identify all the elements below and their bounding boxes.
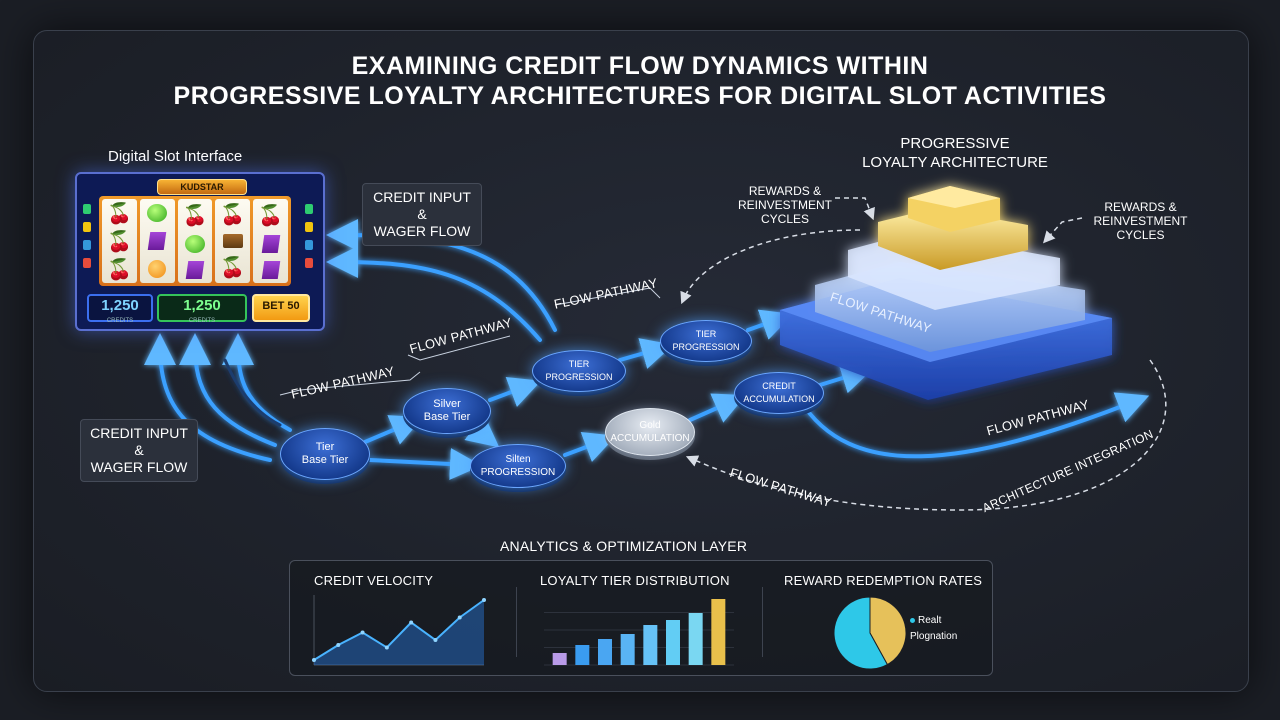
credits-caption: CREDITS — [188, 318, 216, 324]
side-gem-icon — [305, 222, 313, 232]
node-silver-tier[interactable]: Silver Base Tier — [403, 388, 491, 434]
pyramid-title: PROGRESSIVE LOYALTY ARCHITECTURE — [862, 135, 1048, 171]
tier-distribution-title: LOYALTY TIER DISTRIBUTION — [540, 573, 730, 588]
grape-icon — [184, 235, 205, 254]
legend-dot-icon — [910, 617, 915, 623]
cherry-icon: 🍒 — [106, 258, 132, 281]
cherry-icon: 🍒 — [106, 202, 132, 225]
reel: 🍒 — [253, 199, 288, 283]
side-gem-icon — [305, 204, 313, 214]
side-gem-icon — [83, 240, 91, 250]
bar — [552, 653, 567, 665]
cherry-icon: 🍒 — [106, 230, 132, 253]
data-point — [433, 638, 438, 642]
credits-value: 1,250 — [183, 297, 221, 314]
node-base-tier[interactable]: Tier Base Tier — [280, 428, 370, 480]
bar — [643, 625, 658, 665]
bet-button[interactable]: BET 50 — [252, 294, 310, 322]
credit-velocity-chart — [312, 595, 486, 666]
side-gem-icon — [305, 258, 313, 268]
side-gem-icon — [305, 240, 313, 250]
orange-icon — [148, 260, 167, 278]
data-point — [384, 645, 389, 650]
data-point — [409, 620, 414, 625]
slot-machine[interactable]: KUDSTAR 🍒 🍒 🍒 🍒 🍒 🍒 🍒 — [75, 172, 325, 331]
credit-input-label-top: CREDIT INPUT & WAGER FLOW — [362, 183, 482, 246]
bar — [620, 634, 635, 665]
pie-slice — [869, 596, 907, 666]
side-gem-icon — [83, 204, 91, 214]
slot-heading: Digital Slot Interface — [108, 148, 243, 165]
credits-display-left: 1,250 CREDITS — [87, 294, 153, 324]
side-gem-icon — [83, 258, 91, 268]
data-point — [482, 598, 486, 602]
credit-velocity-title: CREDIT VELOCITY — [314, 573, 434, 588]
bar — [575, 645, 590, 665]
bar-icon — [222, 233, 243, 248]
data-point — [312, 658, 316, 662]
node-credit-accumulation[interactable]: CREDIT ACCUMULATION — [734, 372, 824, 414]
data-point — [336, 643, 341, 647]
cherry-icon: 🍒 — [182, 204, 208, 227]
legend-label: Realt — [918, 615, 942, 626]
node-silver-progression[interactable]: Silten PROGRESSION — [470, 444, 566, 488]
grape-icon — [147, 204, 168, 222]
redemption-pie-chart — [833, 596, 907, 670]
series-line — [313, 599, 485, 661]
bar — [711, 599, 726, 665]
side-gem-icon — [83, 222, 91, 232]
credits-display-mid: 1,250 CREDITS — [157, 294, 247, 324]
cherry-icon: 🍒 — [220, 204, 246, 227]
credits-value: 1,250 — [101, 297, 139, 314]
data-point — [360, 630, 365, 635]
data-point — [457, 615, 462, 620]
pie-slice — [833, 596, 889, 670]
legend-label: Plognation — [910, 631, 958, 642]
legend-item-1: Realt — [910, 615, 941, 626]
title-line-1: EXAMINING CREDIT FLOW DYNAMICS WITHIN — [351, 52, 929, 80]
cherry-icon: 🍒 — [220, 256, 246, 279]
slot-marquee: KUDSTAR — [157, 179, 247, 195]
reel — [139, 199, 175, 283]
analytics-panel: CREDIT VELOCITY LOYALTY TIER DISTRIBUTIO… — [289, 560, 993, 676]
credit-input-label-left: CREDIT INPUT & WAGER FLOW — [80, 419, 198, 482]
node-gold-accumulation[interactable]: Gold ACCUMULATION — [605, 408, 695, 456]
reel-window: 🍒 🍒 🍒 🍒 🍒 🍒 🍒 — [99, 196, 291, 286]
node-tier-progression-2[interactable]: TIER PROGRESSION — [660, 320, 752, 362]
reel: 🍒 🍒 — [215, 199, 251, 283]
bar — [688, 613, 703, 665]
credits-caption: CREDITS — [106, 318, 134, 324]
rewards-label-left: REWARDS & REINVESTMENT CYCLES — [737, 184, 832, 226]
legend-item-2: Plognation — [910, 631, 957, 642]
reel: 🍒 🍒 🍒 — [102, 199, 137, 283]
divider — [762, 587, 763, 657]
reel: 🍒 — [177, 199, 213, 283]
title-line-2: PROGRESSIVE LOYALTY ARCHITECTURES FOR DI… — [173, 82, 1107, 110]
analytics-heading: ANALYTICS & OPTIMIZATION LAYER — [500, 538, 748, 554]
bar — [666, 620, 680, 665]
cherry-icon: 🍒 — [258, 204, 284, 227]
tier-distribution-chart — [544, 599, 734, 666]
area-fill — [314, 600, 484, 665]
bar — [598, 639, 612, 665]
redemption-rates-title: REWARD REDEMPTION RATES — [784, 573, 983, 588]
divider — [516, 587, 517, 657]
rewards-label-right: REWARDS & REINVESTMENT CYCLES — [1093, 200, 1188, 242]
node-tier-progression-1[interactable]: TIER PROGRESSION — [532, 350, 626, 392]
